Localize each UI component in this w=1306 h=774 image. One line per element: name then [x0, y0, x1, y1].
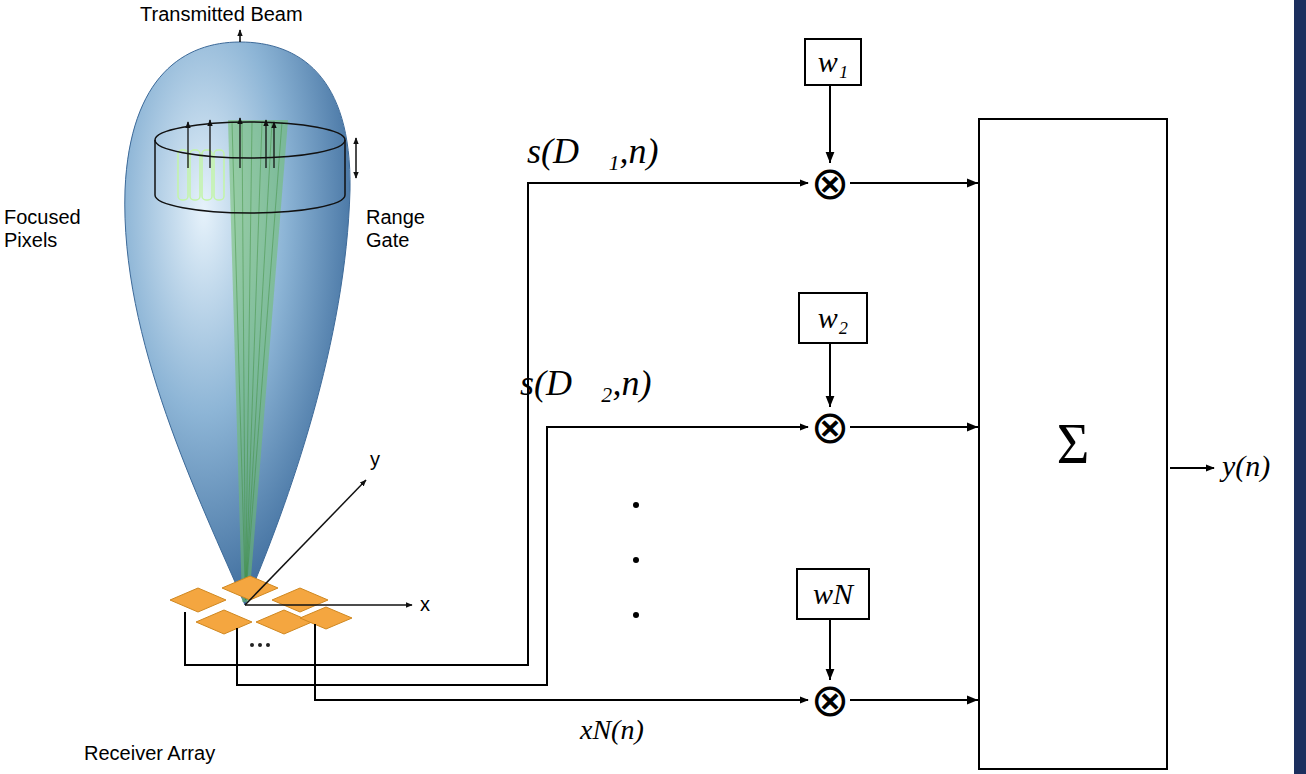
- illustration-stroke: [187, 122, 188, 168]
- illustration-stroke: [272, 588, 328, 612]
- multiplier-symbol: ⊗: [810, 680, 850, 720]
- signal-wires: [185, 183, 808, 700]
- illustration-stroke: [196, 610, 252, 634]
- multiplier-glyph: ⊗: [811, 163, 850, 203]
- summer-box: Σ: [978, 118, 1168, 770]
- beam-stripe: [242, 122, 246, 600]
- illustration-stroke: [155, 195, 345, 213]
- weight-box: w₂: [798, 292, 868, 344]
- signal-arrow: [829, 620, 831, 680]
- illustration-stroke: [256, 610, 312, 634]
- illustration-stroke: [633, 502, 639, 508]
- beam-stripe: [246, 122, 283, 600]
- multiplier-symbol: ⊗: [810, 407, 850, 447]
- multiplier-glyph: ⊗: [811, 680, 850, 720]
- signal-arrow: [829, 86, 831, 163]
- multiplier-symbol: ⊗: [810, 163, 850, 203]
- weight-box: wN: [796, 568, 870, 620]
- weight-box: w₁: [804, 38, 862, 86]
- illustration-stroke: [178, 150, 188, 200]
- beam-stripe: [232, 122, 246, 600]
- sum-symbol: Σ: [1057, 412, 1090, 476]
- illustration-stroke: [273, 122, 274, 168]
- axis-label: y: [370, 448, 380, 471]
- pixel-arrows: [188, 118, 274, 168]
- focused-pixels-label: Focused Pixels: [4, 206, 96, 252]
- signal-label: xN(n): [580, 714, 644, 746]
- range-gate-label: Range Gate: [366, 206, 436, 252]
- illustration-stroke: [209, 120, 210, 168]
- illustration-stroke: [245, 480, 366, 605]
- illustration-stroke: [237, 427, 808, 685]
- illustration-stroke: [344, 140, 346, 195]
- illustration-stroke: [190, 150, 200, 200]
- signal-label: s(D⃗₁,n): [527, 130, 659, 172]
- vertical-ellipsis: [633, 502, 639, 618]
- array-label: Receiver Array: [84, 742, 215, 765]
- illustration-stroke: [315, 624, 808, 700]
- multiplier-glyph: ⊗: [811, 407, 850, 447]
- axis-label: x: [420, 593, 430, 616]
- beam-stripe: [246, 122, 263, 600]
- transmitted-beam-lobe: [125, 42, 350, 605]
- beam: [125, 30, 356, 605]
- range-gate-cylinder: [155, 122, 345, 213]
- illustration-stroke: [155, 122, 345, 158]
- illustration-stroke: [258, 643, 262, 647]
- output-label: y(n): [1222, 449, 1270, 483]
- illustration-stroke: [633, 612, 639, 618]
- illustration-stroke: [154, 140, 156, 195]
- weight-label: w₁: [818, 45, 848, 79]
- signal-arrow: [829, 344, 831, 407]
- range-gate-arrow: [355, 138, 357, 178]
- illustration-stroke: [265, 120, 266, 168]
- signal-label: s(D⃗₂,n): [520, 362, 652, 404]
- focused-beam: [228, 120, 288, 602]
- illustration-stroke: [300, 607, 352, 629]
- array-ellipsis-dots: [250, 643, 270, 647]
- signal-arrow: [850, 699, 978, 701]
- signal-arrow: [850, 182, 978, 184]
- illustration-stroke: [170, 588, 226, 612]
- weight-label: wN: [813, 577, 853, 611]
- output-arrow: [1170, 467, 1214, 469]
- beam-stripe: [246, 122, 273, 600]
- illustration-stroke: [245, 604, 412, 606]
- weight-label: w₂: [818, 301, 848, 335]
- illustration-stroke: [239, 118, 240, 168]
- illustration-stroke: [250, 643, 254, 647]
- transmitted-beam-arrow: [239, 30, 241, 42]
- beam-label: Transmitted Beam: [140, 3, 303, 26]
- signal-arrow: [850, 426, 978, 428]
- illustration-stroke: [266, 643, 270, 647]
- axes: [245, 480, 412, 605]
- illustration-stroke: [633, 557, 639, 563]
- illustration-stroke: [185, 183, 808, 665]
- focused-beam-stripes: [232, 122, 282, 600]
